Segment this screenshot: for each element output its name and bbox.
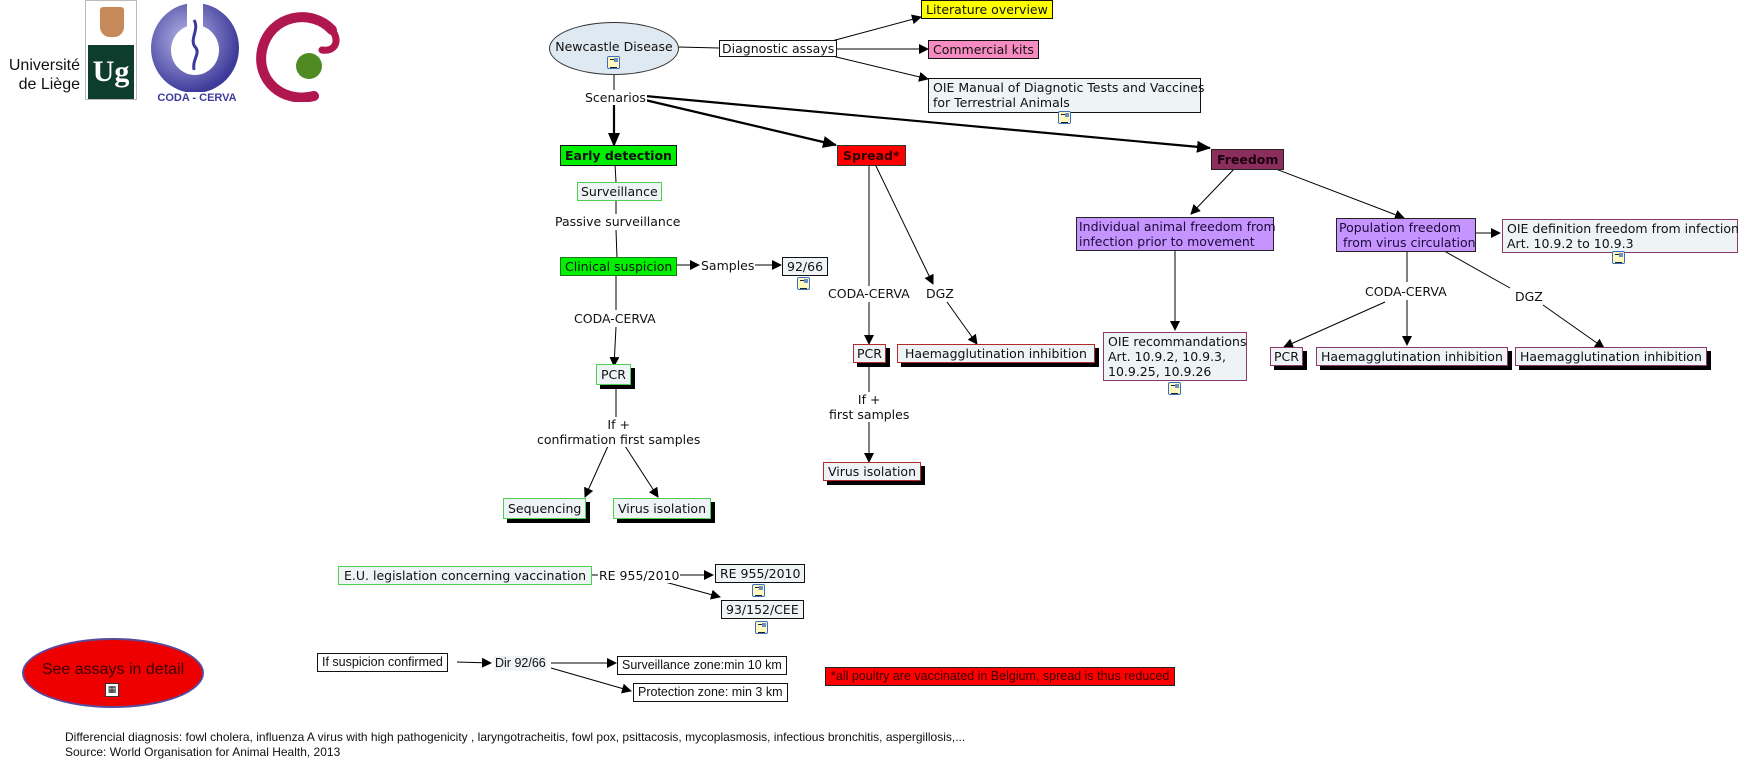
link-label-scenarios: Scenarios bbox=[584, 90, 647, 105]
directive-92-66-node[interactable]: 92/66 bbox=[782, 257, 829, 276]
belgian-agency-logo bbox=[252, 10, 344, 103]
clinical-suspicion-node[interactable]: Clinical suspicion bbox=[560, 257, 678, 276]
hi-node-freedom-coda[interactable]: Haemagglutination inhibition bbox=[1316, 347, 1508, 366]
ulg-crest: Ug bbox=[85, 0, 137, 100]
if-suspicion-confirmed-node[interactable]: If suspicion confirmed bbox=[317, 653, 448, 672]
link-diag-literature bbox=[827, 14, 922, 43]
surveillance-zone-node[interactable]: Surveillance zone:min 10 km bbox=[617, 656, 787, 675]
link-label-coda-cerva-freedom: CODA-CERVA bbox=[1364, 284, 1448, 299]
virus-isolation-node-spread[interactable]: Virus isolation bbox=[823, 462, 922, 481]
93-152-cee-node[interactable]: 93/152/CEE bbox=[721, 600, 804, 619]
link-label-coda-cerva: CODA-CERVA bbox=[573, 311, 657, 326]
document-icon[interactable] bbox=[1058, 111, 1071, 124]
link-label-re-955-2010: RE 955/2010 bbox=[598, 568, 681, 583]
oie-definition-node[interactable]: OIE definition freedom from infection Ar… bbox=[1502, 219, 1738, 253]
early-detection-node[interactable]: Early detection bbox=[560, 145, 677, 166]
population-freedom-node[interactable]: Population freedom from virus circulatio… bbox=[1336, 218, 1476, 252]
coda-ring-icon bbox=[151, 0, 239, 93]
link-label-if-positive-first-samples: If + first samples bbox=[828, 392, 911, 422]
document-icon[interactable] bbox=[797, 277, 810, 290]
link-label-dir-92-66: Dir 92/66 bbox=[494, 656, 547, 671]
source-text: Source: World Organisation for Animal He… bbox=[65, 745, 341, 759]
crest-shield-icon bbox=[100, 7, 124, 37]
freedom-node[interactable]: Freedom bbox=[1211, 149, 1285, 170]
link-label-coda-cerva-spread: CODA-CERVA bbox=[827, 286, 911, 301]
see-assays-label: See assays in detail bbox=[41, 661, 185, 678]
document-icon[interactable] bbox=[607, 56, 620, 69]
oie-manual-node[interactable]: OIE Manual of Diagnotic Tests and Vaccin… bbox=[928, 78, 1204, 113]
link-diag-oie bbox=[827, 54, 929, 82]
differential-diagnosis-text: Differencial diagnosis: fowl cholera, in… bbox=[65, 730, 966, 744]
document-icon[interactable] bbox=[1168, 382, 1181, 395]
pcr-node-freedom[interactable]: PCR bbox=[1270, 347, 1303, 366]
swirl-logo-icon bbox=[256, 12, 340, 103]
pcr-node[interactable]: PCR bbox=[596, 364, 631, 385]
hi-node-freedom-dgz[interactable]: Haemagglutination inhibition bbox=[1515, 347, 1707, 366]
ulg-mark: Ug bbox=[88, 45, 134, 99]
link-scen-spread bbox=[644, 98, 837, 148]
vaccination-note: *all poultry are vaccinated in Belgium, … bbox=[825, 667, 1176, 686]
protection-zone-node[interactable]: Protection zone: min 3 km bbox=[633, 683, 788, 702]
link-label-passive-surveillance: Passive surveillance bbox=[554, 214, 682, 229]
surveillance-node[interactable]: Surveillance bbox=[577, 182, 662, 201]
link-root-diagnostic bbox=[677, 46, 720, 49]
link-label-dgz-freedom: DGZ bbox=[1514, 289, 1544, 304]
document-icon[interactable] bbox=[1612, 251, 1625, 264]
document-icon[interactable] bbox=[755, 621, 768, 634]
link-label-dgz-spread: DGZ bbox=[925, 286, 955, 301]
spread-node[interactable]: Spread* bbox=[837, 145, 906, 166]
sequencing-node[interactable]: Sequencing bbox=[503, 498, 587, 519]
root-title: Newcastle Disease bbox=[555, 39, 673, 54]
oie-recommandations-node[interactable]: OIE recommandations Art. 10.9.2, 10.9.3,… bbox=[1103, 332, 1247, 381]
ulg-text: Université de Liège bbox=[8, 57, 80, 93]
re-955-2010-node[interactable]: RE 955/2010 bbox=[715, 564, 806, 583]
coda-cerva-logo: CODA - CERVA bbox=[142, 0, 252, 106]
hi-node-spread[interactable]: Haemagglutination inhibition bbox=[897, 344, 1095, 363]
link-label-diagnostic-assays: Diagnostic assays bbox=[719, 40, 838, 57]
see-assays-in-detail-node[interactable]: See assays in detail bbox=[22, 638, 204, 708]
individual-freedom-node[interactable]: Individual animal freedom from infection… bbox=[1076, 217, 1276, 251]
link-label-if-positive-confirmation: If + confirmation first samples bbox=[536, 417, 702, 447]
pcr-node-spread[interactable]: PCR bbox=[853, 344, 886, 363]
concept-map-icon[interactable]: ▦ bbox=[105, 683, 119, 697]
eu-legislation-node[interactable]: E.U. legislation concerning vaccination bbox=[338, 566, 593, 585]
link-label-samples: Samples bbox=[700, 258, 756, 273]
commercial-kits-node[interactable]: Commercial kits bbox=[928, 40, 1039, 59]
virus-isolation-node-early[interactable]: Virus isolation bbox=[613, 498, 712, 519]
coda-label: CODA - CERVA bbox=[157, 92, 237, 104]
ulg-logo: Université de Liège Ug bbox=[0, 0, 140, 100]
literature-overview-node[interactable]: Literature overview bbox=[921, 0, 1053, 19]
document-icon[interactable] bbox=[752, 584, 765, 597]
